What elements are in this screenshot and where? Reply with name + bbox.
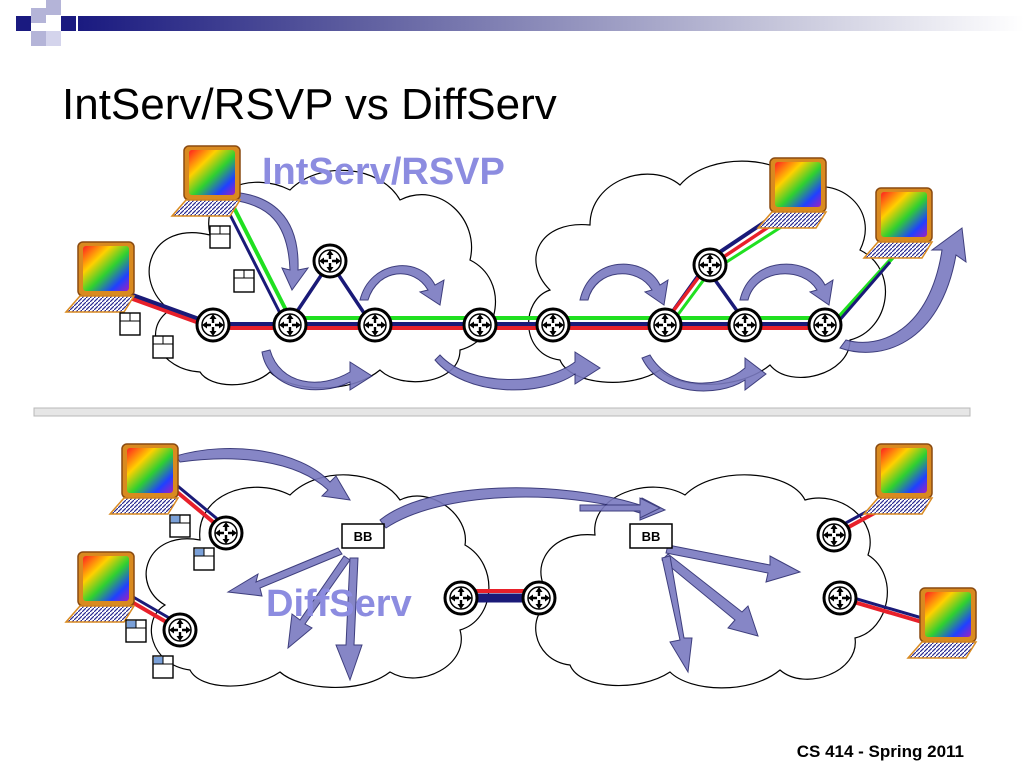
- router-icon: [807, 307, 843, 343]
- router-icon: [462, 307, 498, 343]
- section-divider: [33, 407, 971, 417]
- packet-icon: [119, 312, 141, 336]
- packet-icon: [233, 269, 255, 293]
- router-icon: [195, 307, 231, 343]
- header-banner-bar: [78, 16, 1024, 31]
- bandwidth-broker-left-box: [341, 523, 385, 549]
- marked-packet-icon: [169, 514, 191, 538]
- laptop-icon: [109, 443, 179, 515]
- router-icon: [162, 612, 198, 648]
- router-icon: [647, 307, 683, 343]
- slide-footer: CS 414 - Spring 2011: [796, 742, 964, 761]
- router-icon: [272, 307, 308, 343]
- router-icon: [357, 307, 393, 343]
- banner-square-light-3: [31, 31, 46, 46]
- diffserv-right-cloud: [535, 474, 888, 689]
- router-icon: [692, 247, 728, 283]
- laptop-icon: [907, 587, 977, 659]
- router-icon: [822, 580, 858, 616]
- banner-square-light-4: [46, 31, 61, 46]
- banner-square-light-2: [46, 0, 61, 15]
- router-icon: [312, 243, 348, 279]
- packet-icon: [152, 335, 174, 359]
- intserv-label: IntServ/RSVP: [262, 151, 505, 193]
- marked-packet-icon: [125, 619, 147, 643]
- slide-title: IntServ/RSVP vs DiffServ: [62, 80, 557, 129]
- bandwidth-broker-right-label: BB: [642, 529, 661, 544]
- router-icon: [521, 580, 557, 616]
- laptop-icon: [65, 551, 135, 623]
- diffserv-label: DiffServ: [266, 583, 412, 625]
- router-icon: [208, 515, 244, 551]
- marked-packet-icon: [152, 655, 174, 679]
- banner-square-navy-2: [61, 16, 76, 31]
- marked-packet-icon: [193, 547, 215, 571]
- bandwidth-broker-left-label: BB: [354, 529, 373, 544]
- router-icon: [443, 580, 479, 616]
- router-icon: [816, 517, 852, 553]
- laptop-icon: [863, 187, 933, 259]
- bandwidth-broker-right-box: [629, 523, 673, 549]
- laptop-icon: [171, 145, 241, 217]
- banner-square-light-1: [31, 8, 46, 23]
- banner-square-navy: [16, 16, 31, 31]
- laptop-icon: [863, 443, 933, 515]
- router-icon: [535, 307, 571, 343]
- laptop-icon: [65, 241, 135, 313]
- packet-icon: [209, 225, 231, 249]
- router-icon: [727, 307, 763, 343]
